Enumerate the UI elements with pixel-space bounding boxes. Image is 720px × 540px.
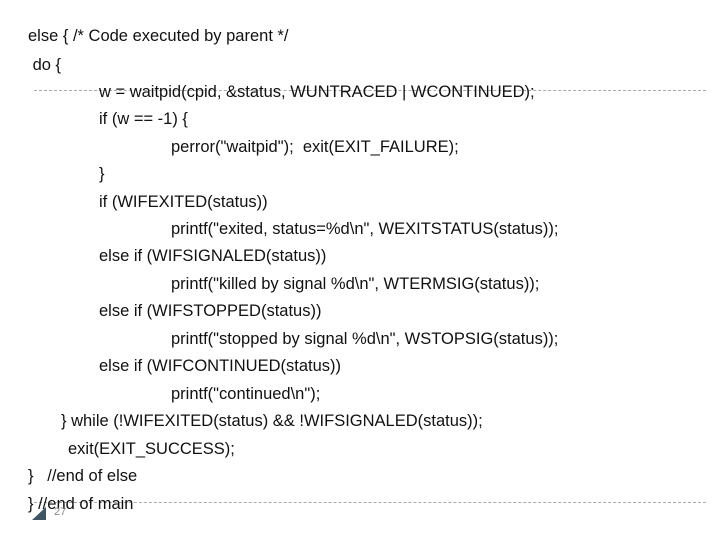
code-line-do: do { (28, 56, 62, 74)
code-line-printf-stopped: printf("stopped by signal %d\n", WSTOPSI… (171, 330, 559, 348)
page-number: 27 (54, 506, 67, 518)
code-line-if-continued: else if (WIFCONTINUED(status)) (99, 357, 342, 375)
code-line-if-stopped: else if (WIFSTOPPED(status)) (99, 302, 322, 320)
code-line-if-exited: if (WIFEXITED(status)) (99, 193, 268, 211)
code-line-perror: perror("waitpid"); exit(EXIT_FAILURE); (171, 138, 459, 156)
bottom-divider (34, 502, 706, 503)
page-marker-triangle-icon (32, 507, 46, 520)
code-line-else-parent: else { /* Code executed by parent */ (28, 27, 289, 45)
top-divider (34, 90, 706, 91)
code-line-if-signaled: else if (WIFSIGNALED(status)) (99, 247, 327, 265)
code-line-exit-success: exit(EXIT_SUCCESS); (68, 440, 235, 458)
code-line-while: } while (!WIFEXITED(status) && !WIFSIGNA… (61, 412, 483, 430)
code-line-printf-exited: printf("exited, status=%d\n", WEXITSTATU… (171, 220, 559, 238)
code-line-printf-continued: printf("continued\n"); (171, 385, 321, 403)
code-line-end-main: } //end of main (28, 495, 134, 513)
code-line-close-if: } (99, 165, 105, 183)
code-line-if-error: if (w == -1) { (99, 110, 188, 128)
code-line-printf-killed: printf("killed by signal %d\n", WTERMSIG… (171, 275, 540, 293)
code-line-end-else: } //end of else (28, 467, 138, 485)
code-line-waitpid: w = waitpid(cpid, &status, WUNTRACED | W… (99, 83, 535, 101)
